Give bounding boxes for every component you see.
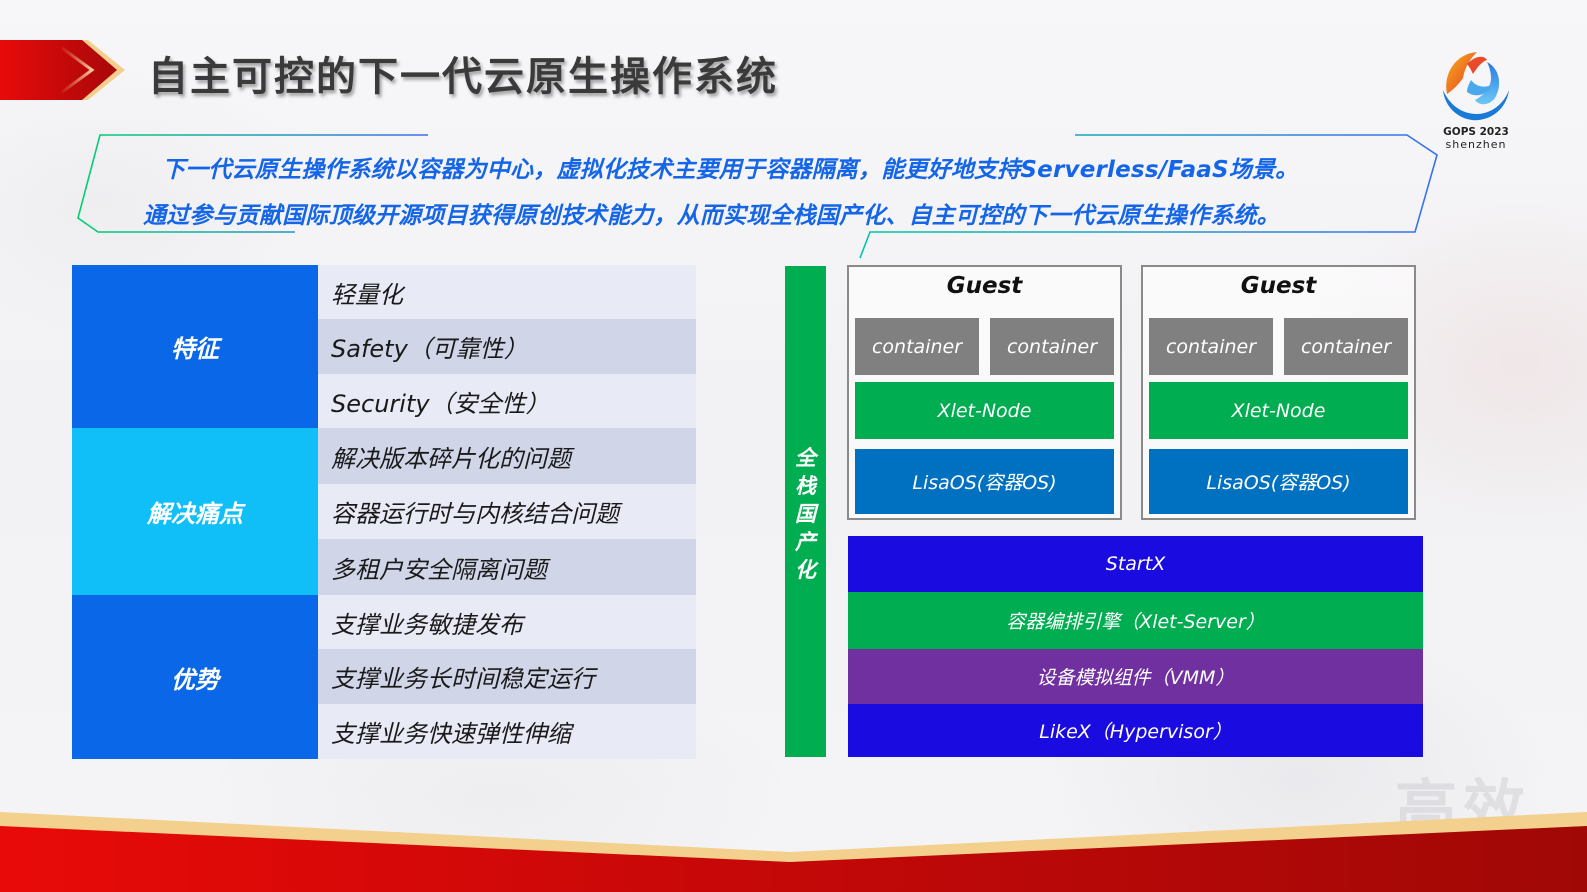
group-items-pain-points: 解决版本碎片化的问题 容器运行时与内核结合问题 多租户安全隔离问题: [318, 428, 696, 595]
layer-startx: StartX: [848, 536, 1423, 592]
vertical-label-char: 国: [795, 502, 816, 526]
group-features: 特征 轻量化 Safety（可靠性） Security（安全性）: [72, 265, 696, 428]
layer-xlet-server: 容器编排引擎（Xlet-Server）: [848, 592, 1423, 649]
footer-band: [0, 812, 1587, 892]
layer-vmm: 设备模拟组件（VMM）: [848, 649, 1423, 704]
feature-item-safety: Safety（可靠性）: [318, 319, 696, 374]
advantage-item: 支撑业务敏捷发布: [318, 595, 696, 649]
summary-line-2: 通过参与贡献国际顶级开源项目获得原创技术能力，从而实现全栈国产化、自主可控的下一…: [143, 203, 1280, 229]
group-items-advantages: 支撑业务敏捷发布 支撑业务长时间稳定运行 支撑业务快速弹性伸缩: [318, 595, 696, 759]
vertical-label-char: 栈: [795, 474, 816, 498]
logo-city: shenzhen: [1445, 138, 1507, 151]
xlet-node-block: Xlet-Node: [1149, 382, 1408, 439]
group-pain-points: 解决痛点 解决版本碎片化的问题 容器运行时与内核结合问题 多租户安全隔离问题: [72, 428, 696, 595]
guest-title: Guest: [946, 273, 1023, 299]
gops-swirl-icon: [1443, 52, 1509, 121]
guest-box-2: Guest container container Xlet-Node Lisa…: [1141, 265, 1416, 520]
vertical-label-char: 化: [795, 558, 816, 582]
pain-point-item: 多租户安全隔离问题: [318, 539, 696, 595]
feature-table: 特征 轻量化 Safety（可靠性） Security（安全性） 解决痛点 解决…: [72, 265, 696, 759]
layer-hypervisor: LikeX（Hypervisor）: [848, 704, 1423, 757]
container-block: container: [1284, 318, 1408, 375]
summary-frame: [77, 134, 1438, 259]
logo-event-name: GOPS 2023: [1443, 126, 1509, 138]
double-chevron-right-icon: [0, 40, 125, 100]
summary-line-1: 下一代云原生操作系统以容器为中心，虚拟化技术主要用于容器隔离，能更好地支持Ser…: [162, 157, 1299, 183]
container-block: container: [990, 318, 1114, 375]
guest-box-1: Guest container container Xlet-Node Lisa…: [847, 265, 1122, 520]
container-block: container: [1149, 318, 1273, 375]
container-block: container: [855, 318, 979, 375]
group-advantages: 优势 支撑业务敏捷发布 支撑业务长时间稳定运行 支撑业务快速弹性伸缩: [72, 595, 696, 759]
full-stack-localization-bar: 全栈国产化: [785, 266, 826, 757]
gops-logo: GOPS 2023 shenzhen: [1432, 44, 1520, 159]
advantage-item: 支撑业务快速弹性伸缩: [318, 704, 696, 759]
feature-item-security: Security（安全性）: [318, 374, 696, 428]
lisaos-block: LisaOS(容器OS): [855, 449, 1114, 514]
lisaos-block: LisaOS(容器OS): [1149, 449, 1408, 514]
guest-title: Guest: [1240, 273, 1317, 299]
full-stack-localization-label: 全栈国产化: [785, 444, 826, 584]
pain-point-item: 解决版本碎片化的问题: [318, 428, 696, 484]
group-items-features: 轻量化 Safety（可靠性） Security（安全性）: [318, 265, 696, 428]
group-label-features: 特征: [72, 265, 318, 428]
vertical-label-char: 全: [795, 446, 816, 470]
xlet-node-block: Xlet-Node: [855, 382, 1114, 439]
platform-stack: StartX 容器编排引擎（Xlet-Server） 设备模拟组件（VMM） L…: [848, 536, 1423, 757]
page-title: 自主可控的下一代云原生操作系统: [148, 54, 778, 100]
vertical-label-char: 产: [795, 530, 816, 554]
group-label-advantages: 优势: [72, 595, 318, 759]
advantage-item: 支撑业务长时间稳定运行: [318, 649, 696, 704]
group-label-pain-points: 解决痛点: [72, 428, 318, 595]
pain-point-item: 容器运行时与内核结合问题: [318, 484, 696, 539]
feature-item-lightweight: 轻量化: [318, 265, 696, 319]
